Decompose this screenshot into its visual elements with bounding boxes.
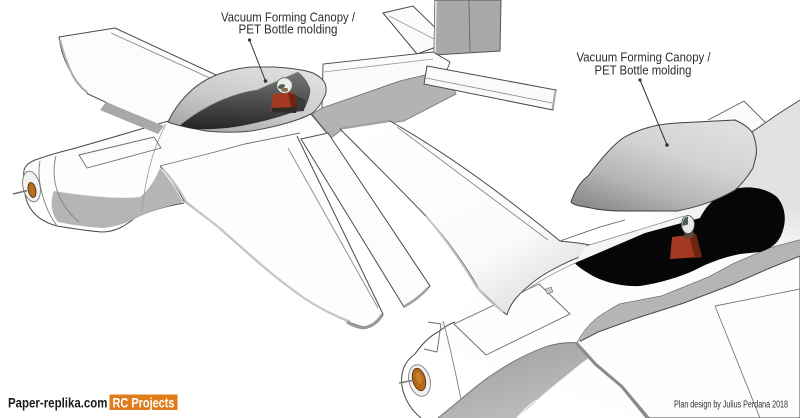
svg-text:PET Bottle molding: PET Bottle molding — [595, 64, 692, 78]
svg-text:Vacuum Forming Canopy /: Vacuum Forming Canopy / — [577, 51, 711, 65]
svg-text:PET Bottle molding: PET Bottle molding — [239, 23, 338, 37]
svg-text:Paper-replika.com: Paper-replika.com — [8, 395, 108, 410]
svg-text:Vacuum Forming Canopy /: Vacuum Forming Canopy / — [221, 11, 355, 25]
svg-text:Plan design by Julius Perdana: Plan design by Julius Perdana 2018 — [674, 400, 788, 411]
svg-text:RC Projects: RC Projects — [113, 395, 175, 410]
